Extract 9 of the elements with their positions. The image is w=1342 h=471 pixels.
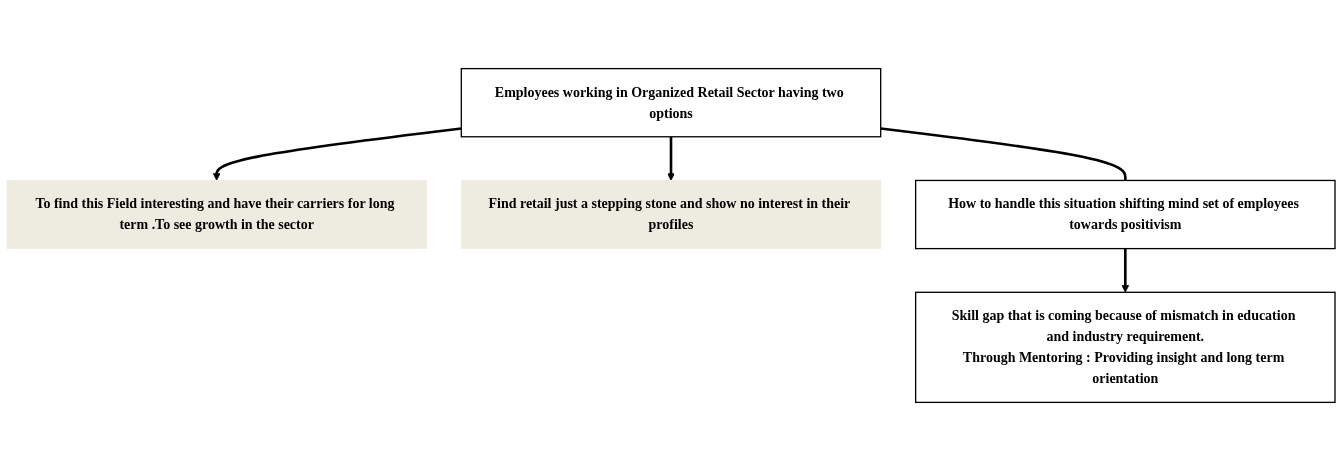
connector: [880, 127, 1127, 181]
arrow: [1121, 248, 1130, 293]
node-box: Find retail just a stepping stone and show no interest in their profiles: [460, 180, 882, 250]
arrow: [667, 136, 675, 181]
node-box: To find this Field interesting and have their carriers for long term .To see growth in the sector: [6, 180, 427, 250]
node-box: Employees working in Organized Retail Sector having two options: [460, 67, 882, 138]
node-box: Skill gap that is coming because of mismatch in education and industry requirement. Through Mentoring : Providing insight and long term orientation: [915, 291, 1336, 404]
node-box: How to handle this situation shifting mind set of employees towards positivism: [915, 179, 1336, 250]
arrow: [212, 127, 462, 181]
